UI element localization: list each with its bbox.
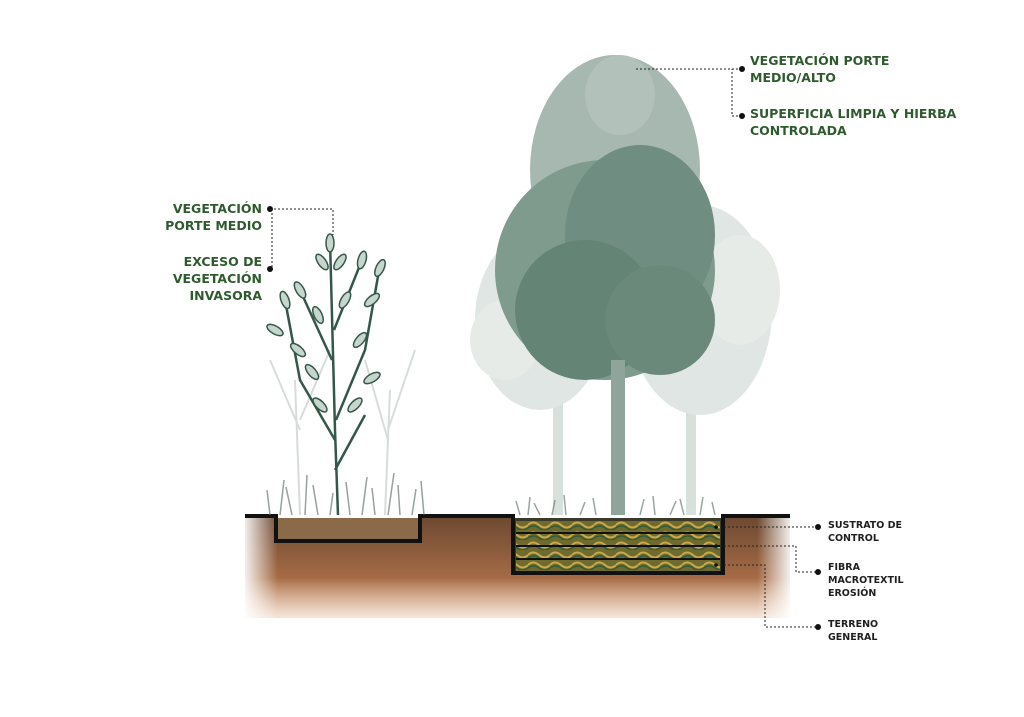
label-sustrato-control: SUSTRATO DE CONTROL <box>828 520 903 544</box>
ground-line <box>245 514 790 575</box>
layer-fibra-3 <box>516 560 720 571</box>
label-superficie-limpia: SUPERFICIA LIMPIA Y HIERBA CONTROLADA <box>750 106 957 138</box>
layer-fibra-2 <box>516 547 720 558</box>
layer-fibra-1 <box>516 534 720 545</box>
main-tree <box>495 55 715 515</box>
label-exceso-vegetacion: EXCESO DE VEGETACIÓN INVASORA <box>172 254 262 303</box>
leader-dots <box>267 66 821 630</box>
right-pit-layers <box>513 518 723 573</box>
shrub <box>266 233 416 516</box>
grass-left <box>266 472 425 516</box>
label-vegetacion-porte-medio-alto: VEGETACIÓN PORTE MEDIO/ALTO <box>750 53 890 85</box>
label-vegetacion-porte-medio: VEGETACIÓN PORTE MEDIO <box>165 201 262 233</box>
label-fibra-macrotextil: FIBRA MACROTEXTIL EROSIÓN <box>828 562 904 599</box>
label-terreno-general: TERRENO GENERAL <box>828 619 879 643</box>
layer-sustrato <box>516 521 720 532</box>
grass-right <box>515 494 716 516</box>
shrub-leaves <box>266 233 387 413</box>
left-pit <box>276 518 420 542</box>
